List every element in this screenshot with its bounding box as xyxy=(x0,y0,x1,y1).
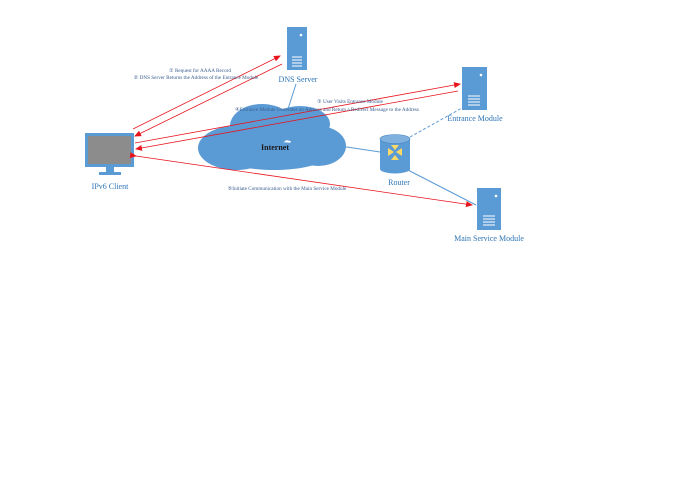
ipv6-client-label: IPv6 Client xyxy=(92,182,129,191)
step5-label: ⑤Initiate Communication with the Main Se… xyxy=(228,186,347,192)
ipv6-client-node[interactable]: IPv6 Client xyxy=(85,133,134,191)
server-icon xyxy=(477,188,501,230)
message-labels: ① Request for AAAA Record ② DNS Server R… xyxy=(134,67,419,192)
monitor-icon xyxy=(85,133,134,175)
step1-label: ① Request for AAAA Record xyxy=(169,67,231,74)
router-icon xyxy=(379,134,411,174)
entrance-module-label: Entrance Module xyxy=(447,114,503,123)
router-node[interactable]: Router xyxy=(379,134,411,188)
step3-label: ③ User Visits Entrance Module xyxy=(317,99,384,105)
dns-server-node[interactable]: DNS Server xyxy=(279,27,318,84)
arrow-step1 xyxy=(132,55,281,130)
server-icon xyxy=(287,27,307,70)
server-icon xyxy=(462,67,487,110)
step2-label: ② DNS Server Returns the Address of the … xyxy=(134,74,259,81)
main-service-module-label: Main Service Module xyxy=(454,234,524,243)
dns-server-label: DNS Server xyxy=(279,75,318,84)
link-router-main-service xyxy=(403,167,477,206)
link-internet-dns xyxy=(287,83,297,110)
link-internet-router xyxy=(339,145,381,153)
arrow-step3 xyxy=(134,82,461,144)
internet-cloud: Internet xyxy=(198,104,346,170)
main-service-module-node[interactable]: Main Service Module xyxy=(454,188,524,243)
internet-label: Internet xyxy=(261,143,289,152)
router-label: Router xyxy=(388,178,410,187)
entrance-module-node[interactable]: Entrance Module xyxy=(447,67,503,123)
message-arrows xyxy=(129,55,473,208)
step4-label: ④Entrance Module Generates an Address an… xyxy=(235,107,419,113)
arrow-step4 xyxy=(135,90,459,151)
arrow-step5 xyxy=(129,152,473,208)
arrow-step2 xyxy=(134,63,283,137)
